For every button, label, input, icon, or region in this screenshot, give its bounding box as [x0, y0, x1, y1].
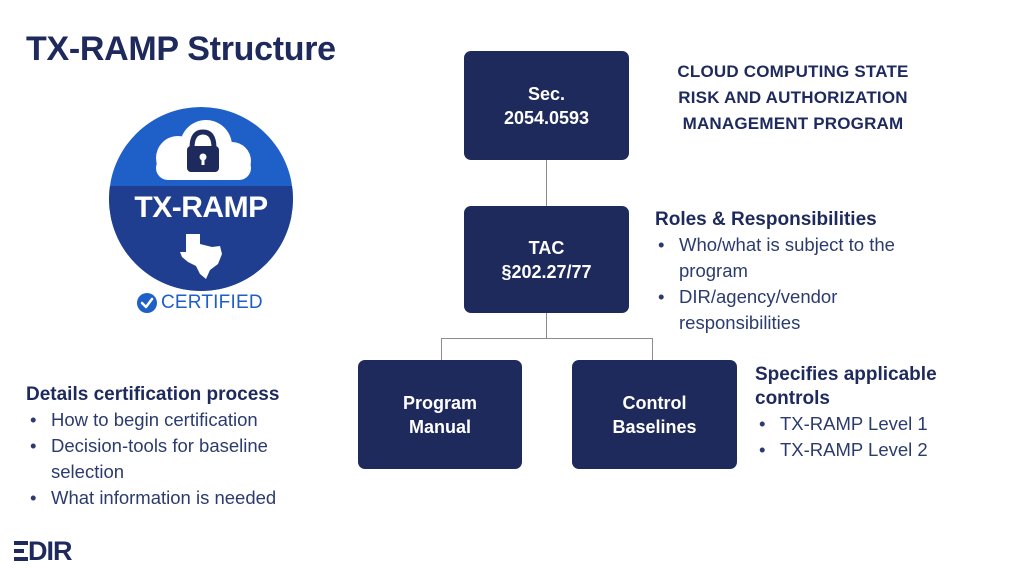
- controls-bullet: TX-RAMP Level 2: [755, 437, 1015, 463]
- certification-bullet: What information is needed: [26, 485, 346, 511]
- roles-bullet: Who/what is subject to the program: [654, 232, 995, 284]
- badge-name: TX-RAMP: [134, 191, 268, 224]
- box-tac: TAC §202.27/77: [464, 206, 629, 313]
- certification-bullet-line1: Decision-tools for baseline: [51, 435, 268, 456]
- dir-logo: DIR: [14, 536, 72, 566]
- controls-section: Specifies applicable controls TX-RAMP Le…: [755, 363, 1015, 463]
- certified-text: CERTIFIED: [161, 292, 263, 313]
- program-name-line3: MANAGEMENT PROGRAM: [682, 114, 904, 133]
- box-statute-line1: Sec.: [527, 83, 566, 104]
- controls-heading-line1: Specifies applicable: [755, 364, 937, 385]
- controls-heading-line2: controls: [755, 388, 830, 409]
- connector-top-middle: [546, 160, 547, 206]
- roles-bullet-line1: DIR/agency/vendor: [679, 286, 838, 307]
- box-statute-line2: 2054.0593: [503, 107, 590, 128]
- roles-bullet: DIR/agency/vendor responsibilities: [654, 284, 995, 336]
- box-program-manual: Program Manual: [358, 360, 522, 469]
- tx-ramp-badge: TX-RAMP: [108, 106, 294, 292]
- roles-heading: Roles & Responsibilities: [655, 209, 877, 230]
- connector-middle-down: [546, 313, 547, 338]
- roles-bullet-line2: program: [679, 260, 748, 281]
- certification-section: Details certification process How to beg…: [26, 383, 346, 511]
- box-control-baselines: Control Baselines: [572, 360, 737, 469]
- connector-horizontal: [441, 338, 653, 339]
- program-name: CLOUD COMPUTING STATE RISK AND AUTHORIZA…: [638, 59, 948, 137]
- box-program-manual-line1: Program: [402, 392, 478, 413]
- slide-title: TX-RAMP Structure: [26, 30, 336, 68]
- badge-graphic: [109, 107, 293, 291]
- certification-bullet-line1: How to begin certification: [51, 409, 258, 430]
- connector-right-drop: [652, 338, 653, 360]
- check-circle-icon: [137, 293, 157, 313]
- certification-bullet-line2: selection: [51, 461, 125, 482]
- certification-bullet-line1: What information is needed: [51, 487, 277, 508]
- box-control-baselines-line2: Baselines: [612, 416, 697, 437]
- dir-logo-mark-icon: [14, 541, 28, 561]
- certification-bullet: How to begin certification: [26, 407, 346, 433]
- connector-left-drop: [441, 338, 442, 360]
- box-tac-line2: §202.27/77: [501, 261, 592, 282]
- box-statute: Sec. 2054.0593: [464, 51, 629, 160]
- roles-bullet-line2: responsibilities: [679, 312, 801, 333]
- roles-section: Roles & Responsibilities Who/what is sub…: [655, 208, 995, 336]
- box-control-baselines-line1: Control: [622, 392, 687, 413]
- program-name-line2: RISK AND AUTHORIZATION: [678, 88, 908, 107]
- certification-heading: Details certification process: [26, 384, 280, 405]
- roles-bullet-line1: Who/what is subject to the: [679, 234, 895, 255]
- lock-icon: [187, 129, 219, 172]
- box-tac-line1: TAC: [528, 237, 565, 258]
- texas-state-icon: [180, 234, 222, 279]
- certified-label: CERTIFIED: [137, 291, 263, 315]
- box-program-manual-line2: Manual: [408, 416, 471, 437]
- program-name-line1: CLOUD COMPUTING STATE: [677, 62, 909, 81]
- dir-logo-text: DIR: [28, 536, 72, 566]
- certification-bullet: Decision-tools for baseline selection: [26, 433, 346, 485]
- controls-bullet: TX-RAMP Level 1: [755, 411, 1015, 437]
